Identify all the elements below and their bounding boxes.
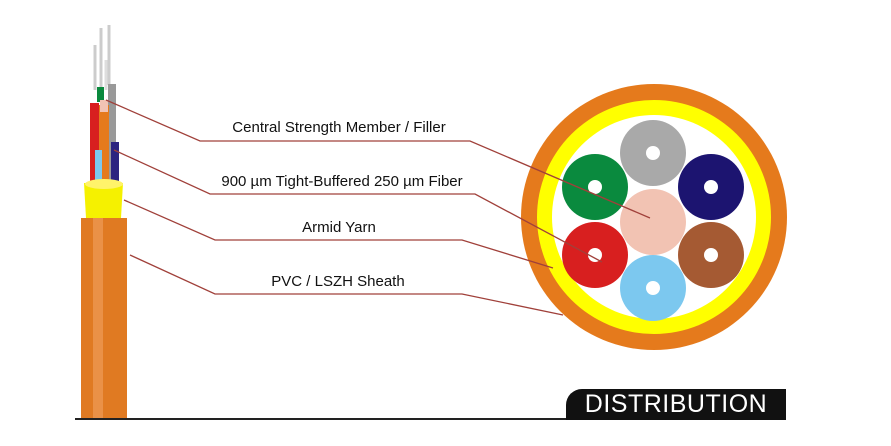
leader-lines <box>105 99 651 316</box>
label-aramid-yarn: Armid Yarn <box>302 219 376 236</box>
fiber-core <box>588 180 602 194</box>
label-sheath: PVC / LSZH Sheath <box>271 273 405 290</box>
cable-side-view <box>81 25 127 418</box>
distribution-badge: DISTRIBUTION <box>566 389 786 420</box>
cable-cross-section <box>521 84 787 350</box>
fiber-units <box>562 120 744 321</box>
label-tight-buffered-fiber: 900 µm Tight-Buffered 250 µm Fiber <box>221 173 463 190</box>
central-filler <box>620 189 686 255</box>
fiber-core <box>646 281 660 295</box>
fiber-core <box>704 248 718 262</box>
fiber-core <box>646 146 660 160</box>
fiber-core <box>704 180 718 194</box>
label-central-strength-member: Central Strength Member / Filler <box>232 119 446 136</box>
fiber-core <box>588 248 602 262</box>
